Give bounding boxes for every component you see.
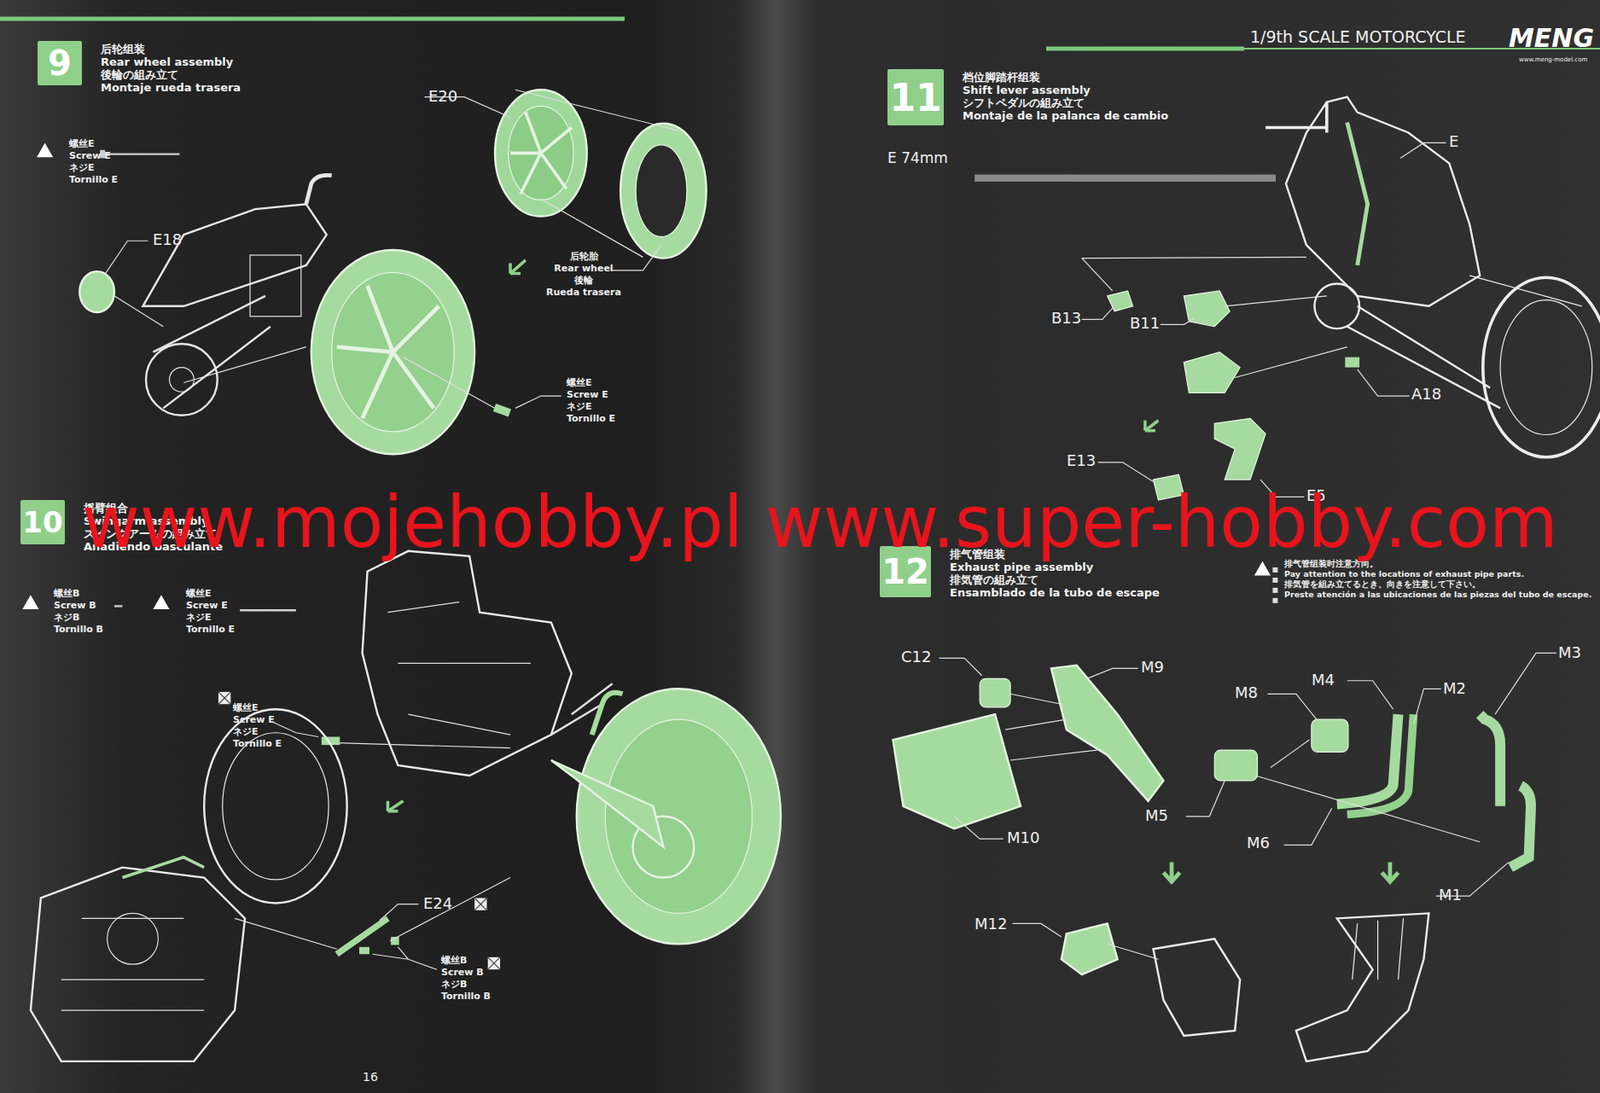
step-number: 10	[22, 505, 63, 540]
part-label: Tornillo E	[232, 738, 282, 751]
part-label: 排气管组装时注意方向。	[1284, 559, 1379, 570]
rule-line	[1046, 46, 1245, 52]
part-label: Tornillo E	[566, 413, 616, 425]
heading-line: Montaje rueda trasera	[100, 81, 241, 94]
part-label: E18	[152, 231, 182, 250]
part-label: MENG	[1508, 23, 1595, 54]
part-label: C12	[901, 648, 931, 667]
step-number-box: 11	[887, 69, 944, 126]
part-label: M2	[1442, 680, 1467, 699]
part-label: 後輪	[574, 275, 594, 287]
step-number-box: 9	[37, 40, 82, 86]
part-label: 螺丝E	[566, 378, 593, 390]
part-label: Tornillo E	[69, 174, 118, 187]
part-label: M12	[974, 915, 1007, 934]
part-label: ネジE	[186, 612, 212, 624]
part-label: E 74mm	[887, 150, 949, 168]
step-number-box: 10	[20, 500, 65, 545]
part-label: M5	[1145, 807, 1169, 826]
heading-line: 後輪の組み立て	[100, 68, 241, 82]
step-header: 11 档位脚踏杆组装Shift lever assemblyシフトペダルの組み立て…	[887, 69, 1169, 126]
step-number: 9	[47, 43, 72, 83]
part-label: M8	[1234, 684, 1258, 703]
rule-line	[0, 17, 625, 22]
part-label: 螺丝B	[53, 588, 80, 600]
part-label: ネジE	[69, 162, 95, 175]
heading-line: 排気管の組み立て	[949, 573, 1160, 587]
drawings	[22, 89, 1600, 1062]
part-label: B13	[1051, 309, 1082, 328]
heading-line: 后轮组装	[100, 42, 241, 56]
step-header: 9 后轮组装Rear wheel assembly後輪の組み立てMontaje r…	[37, 40, 241, 94]
part-label: Tornillo B	[441, 991, 491, 1003]
part-label: Screw E	[69, 151, 111, 163]
step-heading: 后轮组装Rear wheel assembly後輪の組み立てMontaje ru…	[100, 42, 241, 94]
part-label: M4	[1311, 671, 1335, 690]
part-label: E20	[428, 87, 458, 106]
heading-line: Shift lever assembly	[962, 83, 1169, 97]
part-label: Screw B	[53, 600, 97, 612]
part-label: Screw E	[566, 389, 609, 402]
heading-line: Montaje de la palanca de cambio	[962, 109, 1169, 123]
part-label: 螺丝B	[441, 955, 467, 967]
part-label: www.meng-model.com	[1518, 56, 1588, 64]
part-label: M10	[1006, 829, 1040, 848]
part-label: 螺丝E	[232, 703, 259, 715]
step-number: 11	[889, 75, 942, 120]
watermark: www.mojehobby.pl www.super-hobby.com	[81, 488, 1559, 559]
part-label: A18	[1411, 385, 1442, 404]
part-label: E24	[423, 895, 453, 914]
part-label: Screw B	[441, 967, 484, 979]
part-label: Tornillo E	[186, 624, 235, 636]
part-label: M1	[1438, 886, 1462, 905]
part-label: E13	[1066, 452, 1096, 471]
part-label: M9	[1140, 658, 1164, 677]
part-label: E	[1448, 133, 1459, 152]
part-label: 后轮胎	[570, 251, 599, 263]
part-label: M3	[1558, 644, 1582, 663]
heading-line: Rear wheel assembly	[100, 55, 241, 69]
part-label: Preste atención a las ubicaciones de las…	[1284, 590, 1592, 600]
heading-line: 档位脚踏杆组装	[962, 70, 1169, 84]
part-label: 排気管を組み立てるとき、向きを注意して下さい。	[1284, 580, 1481, 590]
part-label: 16	[362, 1070, 379, 1084]
heading-line: Exhaust pipe assembly	[949, 560, 1160, 574]
heading-line: シフトペダルの組み立て	[962, 96, 1169, 110]
part-label: ネジE	[232, 727, 259, 739]
part-label: ネジB	[441, 979, 467, 991]
part-label: ネジB	[53, 612, 80, 624]
part-label: Tornillo B	[53, 624, 104, 636]
step-heading: 档位脚踏杆组装Shift lever assemblyシフトペダルの組み立てMo…	[962, 70, 1169, 123]
part-label: Rear wheel	[553, 263, 613, 275]
part-label: 螺丝E	[69, 139, 95, 151]
part-label: 螺丝E	[186, 588, 212, 600]
heading-line: Ensamblado de la tubo de escape	[949, 586, 1160, 600]
part-label: 1/9th SCALE MOTORCYCLE	[1250, 28, 1467, 47]
part-label: Rueda trasera	[546, 287, 622, 299]
part-label: ネジE	[566, 401, 593, 414]
part-label: Pay attention to the locations of exhaus…	[1284, 570, 1525, 580]
part-label: M6	[1246, 834, 1270, 853]
part-label: Screw E	[186, 600, 228, 612]
part-label: Screw E	[232, 715, 275, 727]
part-label: B11	[1129, 314, 1160, 333]
